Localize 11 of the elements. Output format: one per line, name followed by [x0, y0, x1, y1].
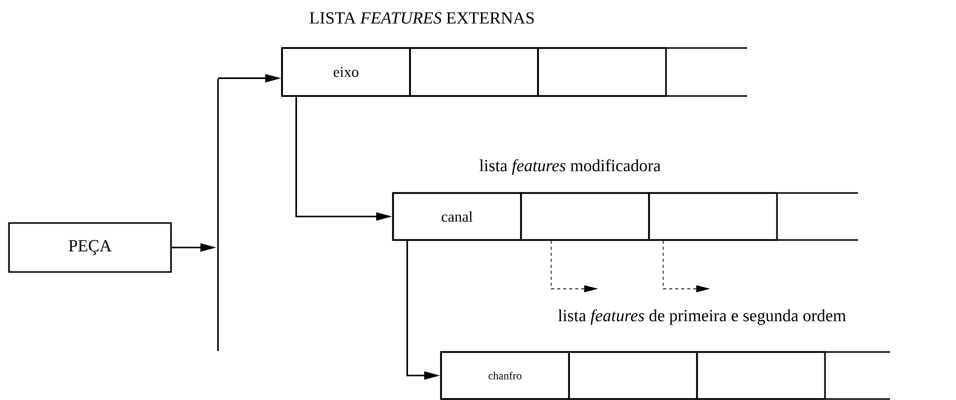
bus-line: [217, 79, 219, 351]
list-cell: [696, 351, 826, 400]
list-cell: eixo: [281, 47, 411, 97]
list-cell: [520, 192, 650, 241]
part-box: PEÇA: [8, 222, 172, 273]
list-cell: [409, 47, 539, 97]
list-cell: [537, 47, 667, 97]
list-cell: chanfro: [440, 351, 570, 400]
list-cell: [648, 192, 778, 241]
list-cell: [568, 351, 698, 400]
list-cell: canal: [392, 192, 522, 241]
